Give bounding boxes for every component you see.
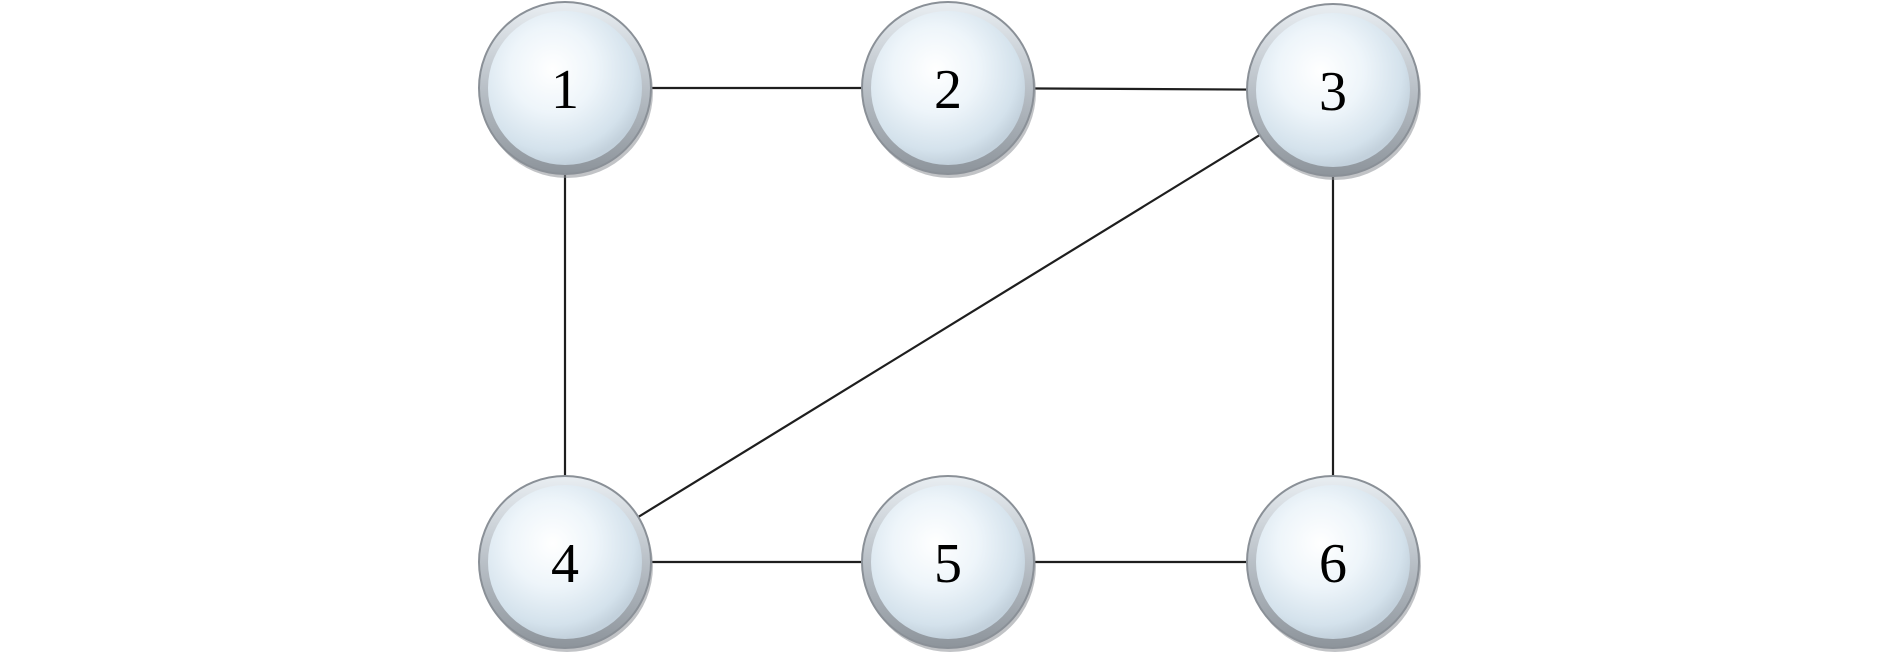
edge-3-4 [564, 89, 1334, 563]
node-face [488, 485, 642, 639]
node-6: 6 [1246, 475, 1421, 652]
node-label: 4 [551, 533, 579, 595]
node-label: 5 [934, 533, 962, 595]
node-label: 2 [934, 59, 962, 121]
node-face [1256, 485, 1410, 639]
node-label: 1 [551, 59, 579, 121]
node-face [1256, 13, 1410, 167]
node-label: 3 [1319, 61, 1347, 123]
nodes-layer: 1 2 3 4 5 6 [478, 1, 1421, 652]
node-label: 6 [1319, 533, 1347, 595]
node-face [488, 11, 642, 165]
node-4: 4 [478, 475, 653, 652]
node-face [871, 11, 1025, 165]
node-face [871, 485, 1025, 639]
node-2: 2 [861, 1, 1036, 178]
node-1: 1 [478, 1, 653, 178]
node-5: 5 [861, 475, 1036, 652]
node-3: 3 [1246, 3, 1421, 180]
